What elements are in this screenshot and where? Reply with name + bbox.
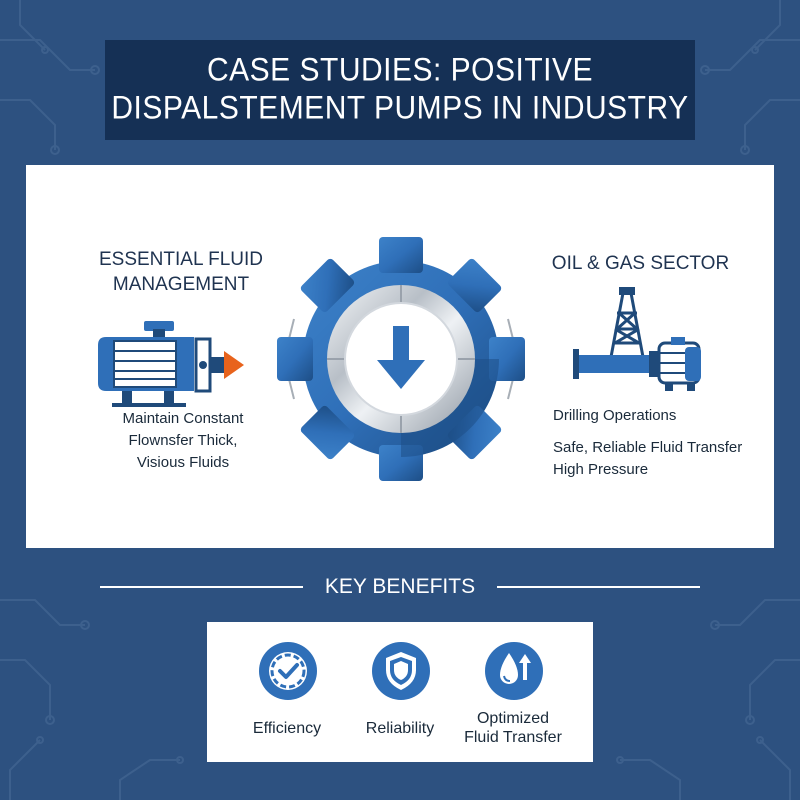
check-circle-icon (259, 642, 317, 700)
essential-fluid-text-line-1: Maintain Constant (122, 410, 244, 427)
shield-icon (372, 642, 430, 700)
gear-down-arrow-icon (277, 237, 525, 481)
page-title-line-1: CASE STUDIES: POSITIVE (206, 52, 594, 89)
essential-fluid-text-line-3: Visious Fluids (136, 454, 230, 471)
oil-derrick-pump-icon (573, 287, 701, 391)
key-benefits-title: KEY BENEFITS (324, 575, 476, 598)
essential-fluid-heading-line-2: MANAGEMENT (112, 274, 250, 295)
key-benefits-panel: Efficiency Reliability Optimized Fluid T… (207, 622, 593, 762)
drop-arrow-icon (485, 642, 543, 700)
oil-gas-text-gap (553, 427, 783, 437)
oil-gas-text-line-1: Drilling Operations (553, 407, 677, 424)
oil-gas-text-line-2: Safe, Reliable Fluid Transfer (553, 439, 743, 456)
divider-left (100, 586, 303, 588)
benefit-reliability: Reliability (340, 622, 460, 762)
essential-fluid-heading-line-1: ESSENTIAL FLUID (98, 249, 263, 270)
divider-right (497, 586, 701, 588)
benefit-optimized-label-line-2: Fluid Transfer (464, 729, 562, 746)
main-panel: ESSENTIAL FLUID MANAGEMENT Maintain Cons… (26, 165, 774, 548)
benefit-optimized-fluid-transfer: Optimized Fluid Transfer (453, 622, 573, 762)
title-banner: CASE STUDIES: POSITIVE DISPALSTEMENT PUM… (105, 40, 695, 140)
essential-fluid-text: Maintain Constant Flownsfer Thick, Visio… (78, 408, 288, 474)
pump-icon (98, 321, 244, 407)
oil-gas-text-line-3: High Pressure (553, 461, 649, 478)
oil-gas-heading: OIL & GAS SECTOR (551, 253, 730, 274)
oil-gas-text: Drilling Operations Safe, Reliable Fluid… (553, 405, 783, 481)
page-title-line-2: DISPALSTEMENT PUMPS IN INDUSTRY (111, 90, 689, 127)
key-benefits-header: KEY BENEFITS (100, 572, 701, 602)
benefit-optimized-label-line-1: Optimized (476, 710, 550, 727)
essential-fluid-text-line-2: Flownsfer Thick, (128, 432, 238, 449)
benefit-efficiency: Efficiency (227, 622, 347, 762)
benefit-efficiency-label: Efficiency (252, 720, 322, 737)
essential-fluid-heading: ESSENTIAL FLUID MANAGEMENT (76, 247, 286, 297)
benefit-reliability-label: Reliability (365, 720, 435, 737)
